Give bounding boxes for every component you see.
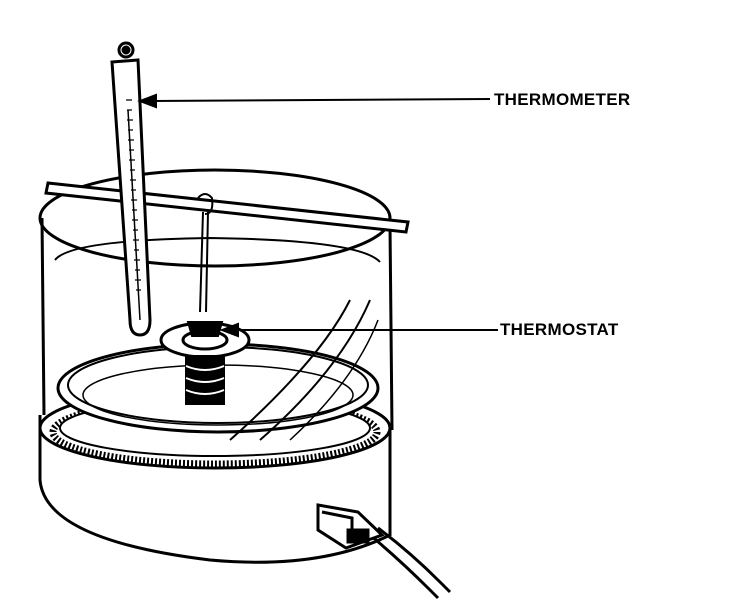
thermometer-scale-ticks [126, 99, 141, 321]
beaker-rim [38, 168, 392, 268]
suspension-wire [197, 193, 214, 313]
leader-lines [137, 93, 498, 338]
support-rod [44, 181, 410, 234]
thermostat-label: THERMOSTAT [500, 320, 619, 339]
thermometer-label: THERMOMETER [494, 90, 631, 109]
power-plug [316, 503, 385, 550]
power-cord [369, 526, 452, 600]
thermometer [110, 41, 152, 337]
